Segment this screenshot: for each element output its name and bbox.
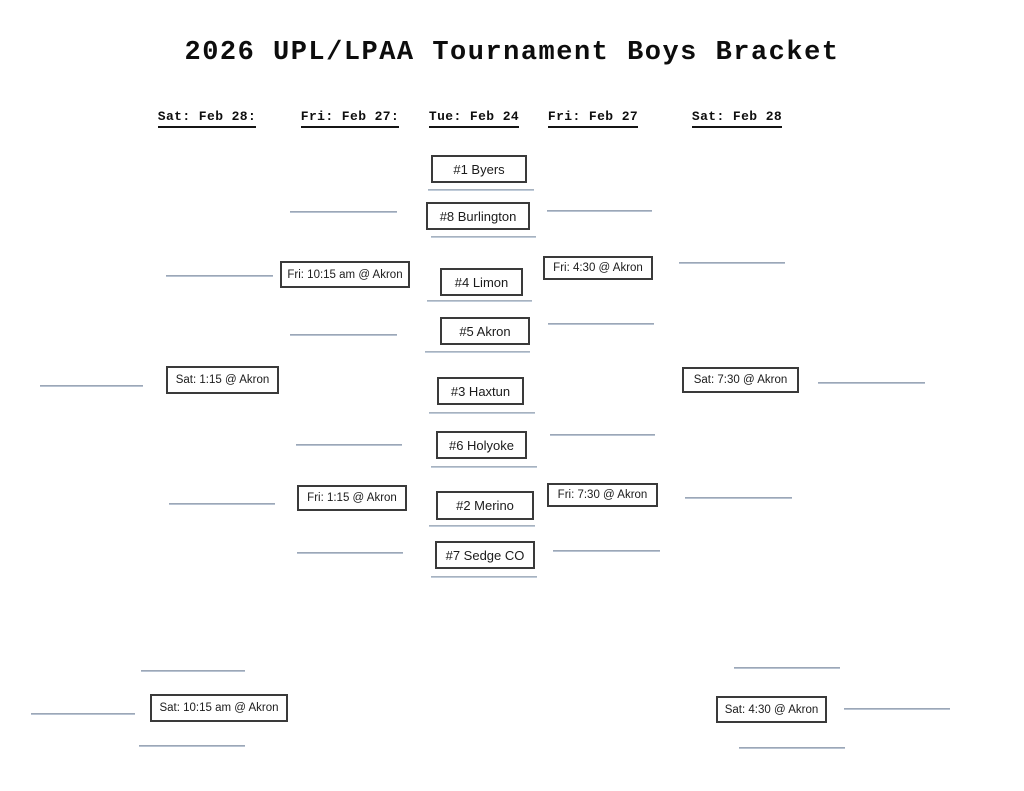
team-underline <box>431 576 537 578</box>
team-box-sedge-co: #7 Sedge CO <box>435 541 535 569</box>
game-box-left-semi-top: Fri: 10:15 am @ Akron <box>280 261 410 288</box>
team-box-burlington: #8 Burlington <box>426 202 530 230</box>
connector-line <box>169 503 275 505</box>
connector-line <box>844 708 950 710</box>
connector-line <box>166 275 273 277</box>
team-box-byers: #1 Byers <box>431 155 527 183</box>
column-header-tue-feb24: Tue: Feb 24 <box>404 109 544 128</box>
team-box-akron: #5 Akron <box>440 317 530 345</box>
team-underline <box>428 189 534 191</box>
game-box-right-semi-bottom: Fri: 7:30 @ Akron <box>547 483 658 507</box>
connector-line <box>818 382 925 384</box>
connector-line <box>296 444 402 446</box>
connector-line <box>685 497 792 499</box>
column-header-label: Sat: Feb 28 <box>691 109 783 128</box>
game-box-right-consolation: Sat: 4:30 @ Akron <box>716 696 827 723</box>
game-box-left-semi-bottom: Fri: 1:15 @ Akron <box>297 485 407 511</box>
connector-line <box>290 334 397 336</box>
column-header-sat-feb28-left: Sat: Feb 28: <box>137 109 277 128</box>
team-underline <box>431 466 537 468</box>
connector-line <box>550 434 655 436</box>
column-header-fri-feb27-right: Fri: Feb 27 <box>523 109 663 128</box>
connector-line <box>31 713 135 715</box>
game-box-right-semi-top: Fri: 4:30 @ Akron <box>543 256 653 280</box>
team-underline <box>429 525 535 527</box>
team-underline <box>425 351 530 353</box>
connector-line <box>297 552 403 554</box>
column-header-fri-feb27-left: Fri: Feb 27: <box>280 109 420 128</box>
team-box-merino: #2 Merino <box>436 491 534 520</box>
team-box-haxtun: #3 Haxtun <box>437 377 524 405</box>
column-header-sat-feb28-right: Sat: Feb 28 <box>667 109 807 128</box>
column-header-label: Fri: Feb 27: <box>300 109 400 128</box>
connector-line <box>290 211 397 213</box>
column-header-label: Sat: Feb 28: <box>157 109 257 128</box>
page-title: 2026 UPL/LPAA Tournament Boys Bracket <box>184 38 840 68</box>
column-header-label: Fri: Feb 27 <box>547 109 639 128</box>
connector-line <box>679 262 785 264</box>
team-box-limon: #4 Limon <box>440 268 523 296</box>
game-box-right-final: Sat: 7:30 @ Akron <box>682 367 799 393</box>
team-underline <box>431 236 536 238</box>
team-box-holyoke: #6 Holyoke <box>436 431 527 459</box>
team-underline <box>427 300 532 302</box>
game-box-left-consolation: Sat: 10:15 am @ Akron <box>150 694 288 722</box>
connector-line <box>547 210 652 212</box>
connector-line <box>40 385 143 387</box>
connector-line <box>739 747 845 749</box>
team-underline <box>429 412 535 414</box>
connector-line <box>553 550 660 552</box>
column-header-label: Tue: Feb 24 <box>428 109 520 128</box>
game-box-left-final: Sat: 1:15 @ Akron <box>166 366 279 394</box>
connector-line <box>734 667 840 669</box>
connector-line <box>141 670 245 672</box>
connector-line <box>139 745 245 747</box>
connector-line <box>548 323 654 325</box>
